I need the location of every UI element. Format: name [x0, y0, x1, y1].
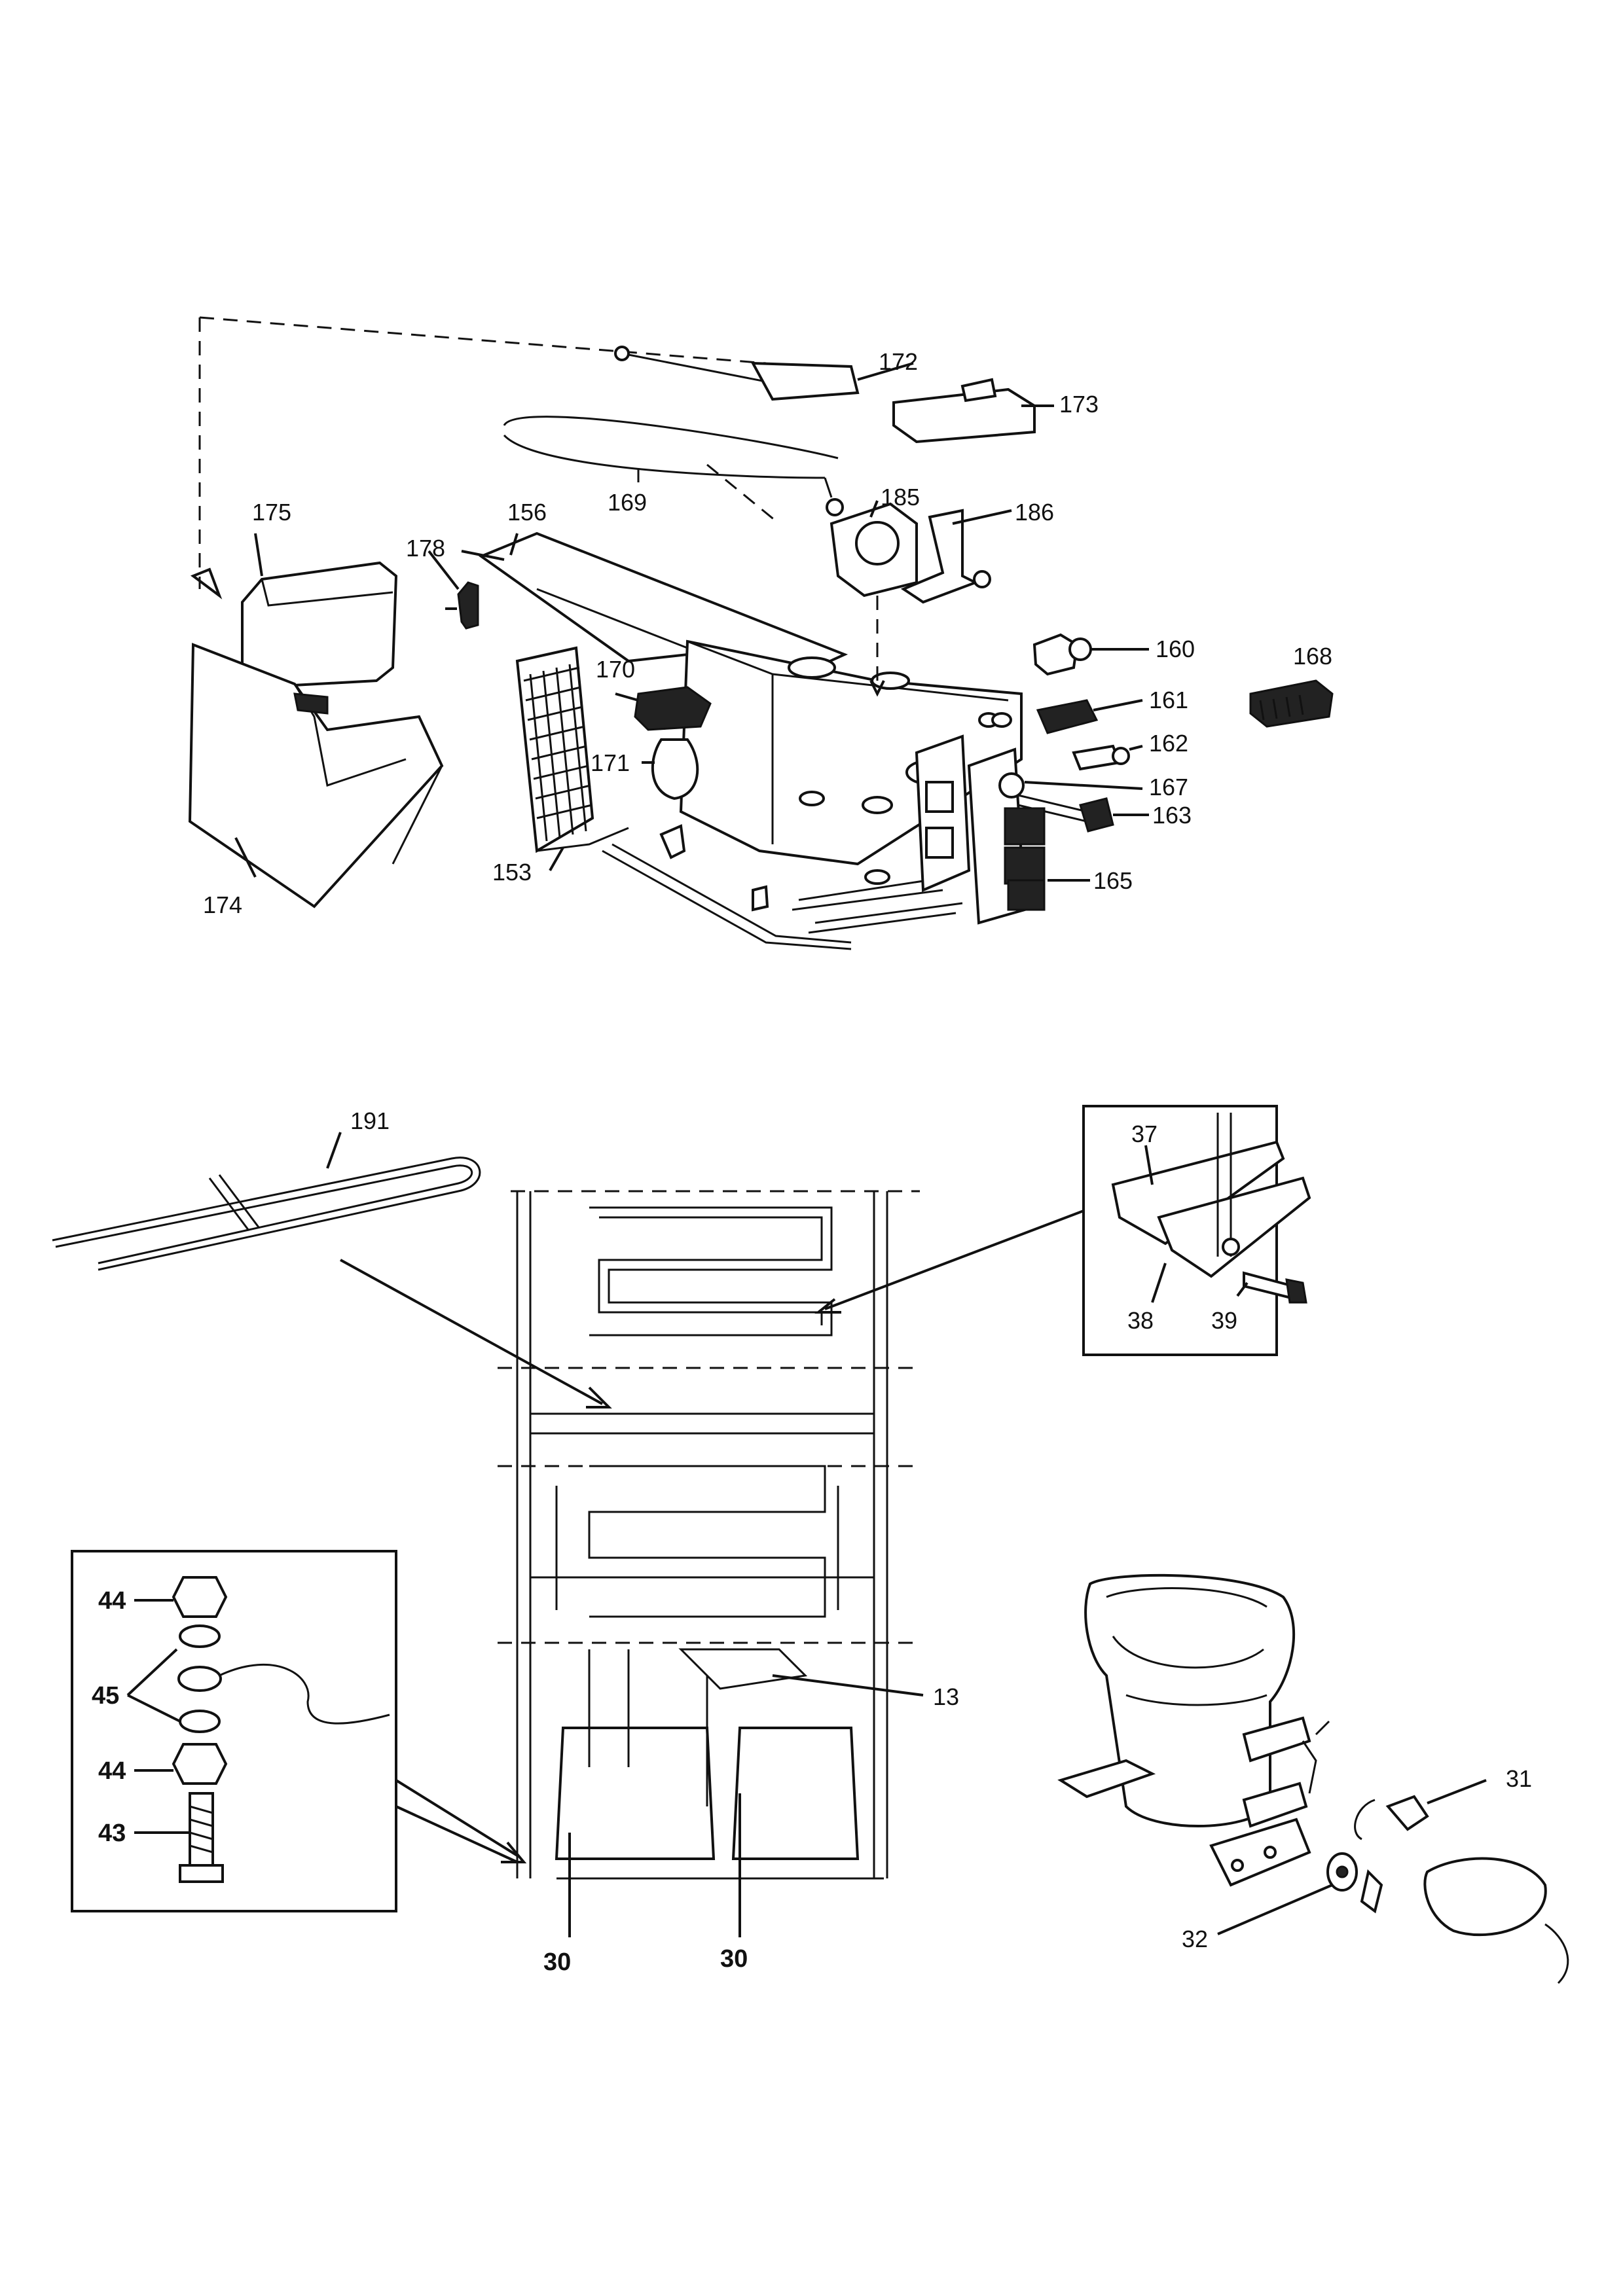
inset-bracket: [814, 1105, 1311, 1356]
callout-169: 169: [608, 489, 647, 516]
callout-178: 178: [406, 535, 445, 562]
callout-185: 185: [881, 484, 920, 511]
callout-30-left: 30: [543, 1948, 571, 1976]
part-31-relay: [1354, 1779, 1569, 1984]
part-185-timer: [830, 502, 918, 697]
callout-168: 168: [1293, 643, 1332, 670]
part-165-switch-block: [1004, 807, 1090, 911]
callout-172: 172: [879, 348, 918, 375]
part-160-connector: [1032, 633, 1149, 676]
callout-165: 165: [1093, 867, 1133, 894]
callout-44-bottom: 44: [98, 1757, 126, 1785]
callout-170: 170: [596, 656, 635, 683]
callout-37: 37: [1131, 1121, 1158, 1147]
compressor-detail: [1057, 1573, 1330, 1887]
part-191-heater: [52, 1132, 612, 1408]
callout-162: 162: [1149, 730, 1188, 757]
inset-hardware: [71, 1550, 527, 1912]
callout-163: 163: [1152, 802, 1192, 829]
cabinet-back-view: [498, 1190, 920, 1880]
callout-171: 171: [591, 749, 630, 776]
callout-156: 156: [507, 499, 547, 526]
part-172-thermostat: [614, 346, 914, 401]
part-32-overload: [1217, 1852, 1383, 1935]
callout-38: 38: [1127, 1307, 1154, 1334]
callout-13: 13: [933, 1683, 959, 1710]
callout-191: 191: [350, 1107, 390, 1134]
callout-39: 39: [1211, 1307, 1237, 1334]
callout-44-top: 44: [98, 1587, 126, 1615]
top-control-assembly: [188, 316, 1334, 950]
part-162-fuse: [1072, 744, 1143, 771]
callout-186: 186: [1015, 499, 1054, 526]
part-161-rocker: [1036, 699, 1143, 734]
part-175-cover: [241, 561, 398, 689]
part-174-tray: [188, 643, 444, 908]
callout-153: 153: [492, 859, 532, 886]
callout-174: 174: [203, 891, 242, 918]
callout-161: 161: [1149, 687, 1188, 713]
part-186-bracket: [900, 509, 1012, 604]
main-housing: [679, 639, 1023, 885]
part-167-knob: [998, 772, 1143, 798]
callout-173: 173: [1059, 391, 1099, 418]
callout-175: 175: [252, 499, 291, 526]
part-153-condenser: [515, 646, 629, 853]
callout-30-right: 30: [720, 1945, 748, 1973]
callout-167: 167: [1149, 774, 1188, 800]
part-168-switch: [1249, 679, 1334, 728]
callout-32: 32: [1182, 1926, 1208, 1952]
part-170-lamp-holder: [615, 686, 712, 731]
callout-160: 160: [1156, 636, 1195, 662]
callout-43: 43: [98, 1820, 126, 1847]
part-178-clip: [445, 581, 479, 630]
part-169-tube: [503, 416, 844, 525]
part-171-bulb: [642, 738, 699, 800]
callout-45: 45: [92, 1682, 119, 1710]
part-173-box: [892, 378, 1054, 444]
callout-31: 31: [1506, 1765, 1532, 1792]
